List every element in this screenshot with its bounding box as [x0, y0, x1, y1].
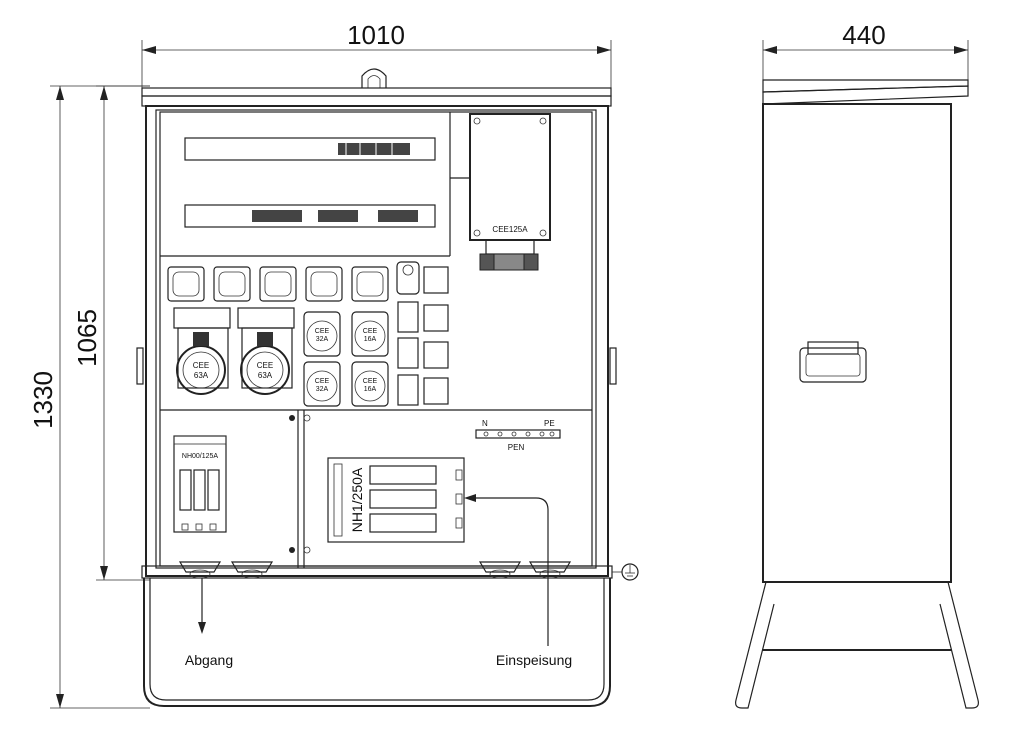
stand-frame [143, 578, 611, 707]
pen-busbar: N PE PEN [475, 419, 561, 452]
roof-lower [141, 95, 612, 107]
svg-text:32A: 32A [316, 386, 329, 393]
lifting-eye [361, 68, 387, 88]
cable-glands [178, 561, 572, 579]
hinge-left [136, 347, 144, 385]
nh1-fuse-switch: NH1/250A [327, 457, 465, 543]
nh00-fuse-switch: NH00/125A [173, 435, 227, 533]
svg-text:CEE: CEE [315, 378, 330, 385]
svg-text:CEE: CEE [363, 328, 378, 335]
cee125-label: CEE125A [492, 225, 528, 234]
pen-label: PEN [508, 443, 525, 452]
side-legs [735, 581, 979, 709]
dimension-width-side: 440 [762, 20, 969, 92]
dimension-440-label: 440 [842, 20, 885, 50]
nh00-label: NH00/125A [182, 453, 219, 460]
cee16-socket-top: CEE 16A [351, 311, 389, 357]
cabinet-body [145, 105, 609, 577]
cee32-socket-bottom: CEE 32A [303, 361, 341, 407]
roof [141, 87, 612, 97]
svg-text:16A: 16A [364, 386, 377, 393]
svg-text:CEE: CEE [257, 361, 273, 370]
svg-text:CEE: CEE [193, 361, 209, 370]
pe-label: PE [544, 419, 555, 428]
cee125-socket-box: CEE125A [469, 113, 551, 271]
side-handle [799, 341, 867, 383]
schuko-row [167, 266, 389, 302]
side-view: 440 [735, 20, 979, 709]
din-rail-bottom [184, 204, 436, 228]
dimension-height-total: 1330 [28, 85, 150, 709]
svg-text:63A: 63A [194, 371, 209, 380]
dimension-1330-label: 1330 [28, 371, 58, 429]
svg-text:32A: 32A [316, 336, 329, 343]
dimension-1010-label: 1010 [347, 20, 405, 50]
cee16-socket-bottom: CEE 16A [351, 361, 389, 407]
cee63-socket-right: CEE 63A [237, 307, 295, 395]
svg-text:CEE: CEE [315, 328, 330, 335]
svg-text:CEE: CEE [363, 378, 378, 385]
cee32-socket-top: CEE 32A [303, 311, 341, 357]
hinge-right [609, 347, 617, 385]
outgoing-arrow [198, 578, 206, 634]
side-body [762, 103, 952, 583]
dimension-1065-label: 1065 [72, 309, 102, 367]
n-label: N [482, 419, 488, 428]
nh1-label: NH1/250A [349, 467, 365, 532]
cabinet-inner-frame [155, 109, 597, 569]
din-rail-top [184, 137, 436, 161]
front-view: 1010 1330 1065 [28, 20, 639, 709]
svg-text:16A: 16A [364, 336, 377, 343]
svg-text:63A: 63A [258, 371, 273, 380]
side-roof [762, 79, 969, 93]
feed-arrow [464, 494, 549, 646]
ground-icon [612, 563, 639, 581]
cee63-socket-left: CEE 63A [173, 307, 231, 395]
dimension-width-front: 1010 [141, 20, 612, 92]
dimension-height-cabinet: 1065 [72, 85, 150, 581]
right-device-column [396, 261, 449, 406]
outgoing-label: Abgang [185, 652, 233, 668]
feed-label: Einspeisung [496, 652, 572, 668]
